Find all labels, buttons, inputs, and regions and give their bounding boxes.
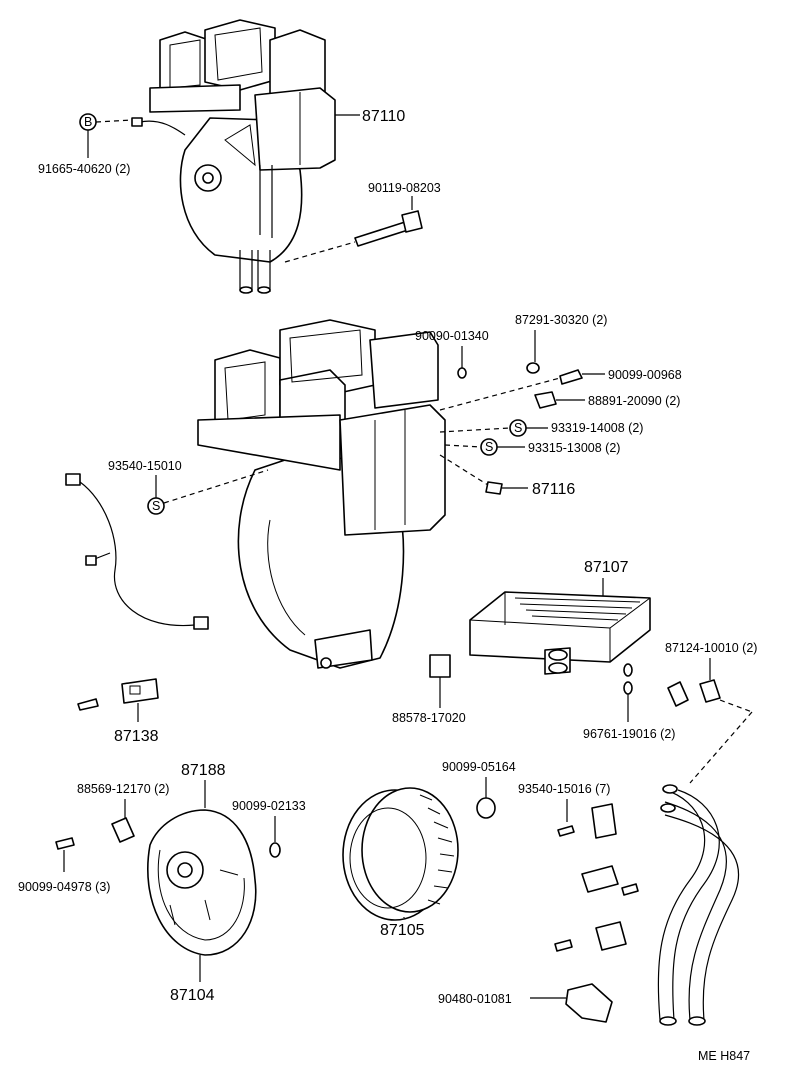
marker-s-93319-letter: S: [514, 421, 522, 435]
screw-90099-04978-icon: [55, 837, 75, 850]
marker-s-93540-letter: S: [152, 499, 160, 513]
label-90099-00968: 90099-00968: [608, 368, 682, 382]
label-90090-01340: 90090-01340: [415, 329, 489, 343]
marker-s-93540-icon: [147, 497, 165, 515]
label-87107: 87107: [584, 559, 629, 576]
blower-motor-87104: [146, 809, 257, 956]
seal-88578-icon: [429, 654, 451, 678]
clip-90099-02133-icon: [269, 842, 281, 858]
heater-core-87107: [469, 591, 651, 675]
label-93319-14008: 93319-14008 (2): [551, 421, 643, 435]
label-88578-17020: 88578-17020: [392, 711, 466, 725]
screw-87138-icon: [77, 698, 99, 711]
label-87124-10010: 87124-10010 (2): [665, 641, 757, 655]
clip-87116-icon: [485, 481, 503, 495]
clamp-87124-b-icon: [699, 679, 721, 703]
bolt-90119-icon: [354, 210, 423, 247]
label-90099-05164: 90099-05164: [442, 760, 516, 774]
label-87188: 87188: [181, 762, 226, 779]
label-87105: 87105: [380, 922, 425, 939]
clip-90099-05164-icon: [476, 797, 496, 819]
label-93315-13008: 93315-13008 (2): [528, 441, 620, 455]
grommet-87291-icon: [526, 362, 540, 374]
screw-93540-15016-icon: [557, 825, 575, 837]
screw-90099-00968-icon: [559, 369, 583, 385]
label-88569-12170: 88569-12170 (2): [77, 782, 169, 796]
water-pipes: [657, 784, 740, 1026]
heater-unit-assembly-middle: [65, 319, 446, 669]
clamp-87124-a-icon: [667, 681, 689, 707]
label-90480-01081: 90480-01081: [438, 992, 512, 1006]
label-93540-15010: 93540-15010: [108, 459, 182, 473]
label-87291-30320: 87291-30320 (2): [515, 313, 607, 327]
label-88891-20090: 88891-20090 (2): [588, 394, 680, 408]
bracket-90480-icon: [565, 983, 613, 1023]
oring-96761-a-icon: [623, 663, 633, 677]
label-91665-40620: 91665-40620 (2): [38, 162, 130, 176]
label-96761-19016: 96761-19016 (2): [583, 727, 675, 741]
label-93540-15016: 93540-15016 (7): [518, 782, 610, 796]
marker-b-letter: B: [84, 115, 92, 129]
label-87104: 87104: [170, 987, 215, 1004]
label-87138: 87138: [114, 728, 159, 745]
marker-s-93315-letter: S: [485, 440, 493, 454]
blower-fan-87105: [342, 787, 459, 921]
label-87110: 87110: [362, 108, 405, 125]
diagram-code: ME H847: [698, 1049, 750, 1063]
heater-unit-assembly-top: [131, 19, 336, 294]
label-90099-04978: 90099-04978 (3): [18, 880, 110, 894]
oring-96761-b-icon: [623, 681, 633, 695]
label-90099-02133: 90099-02133: [232, 799, 306, 813]
clip-88569-icon: [111, 817, 135, 843]
label-90119-08203: 90119-08203: [368, 181, 441, 195]
clip-88891-icon: [534, 391, 557, 409]
clamps-group-icon: [554, 803, 639, 952]
clip-90090-icon: [457, 367, 467, 379]
label-87116: 87116: [532, 481, 575, 498]
